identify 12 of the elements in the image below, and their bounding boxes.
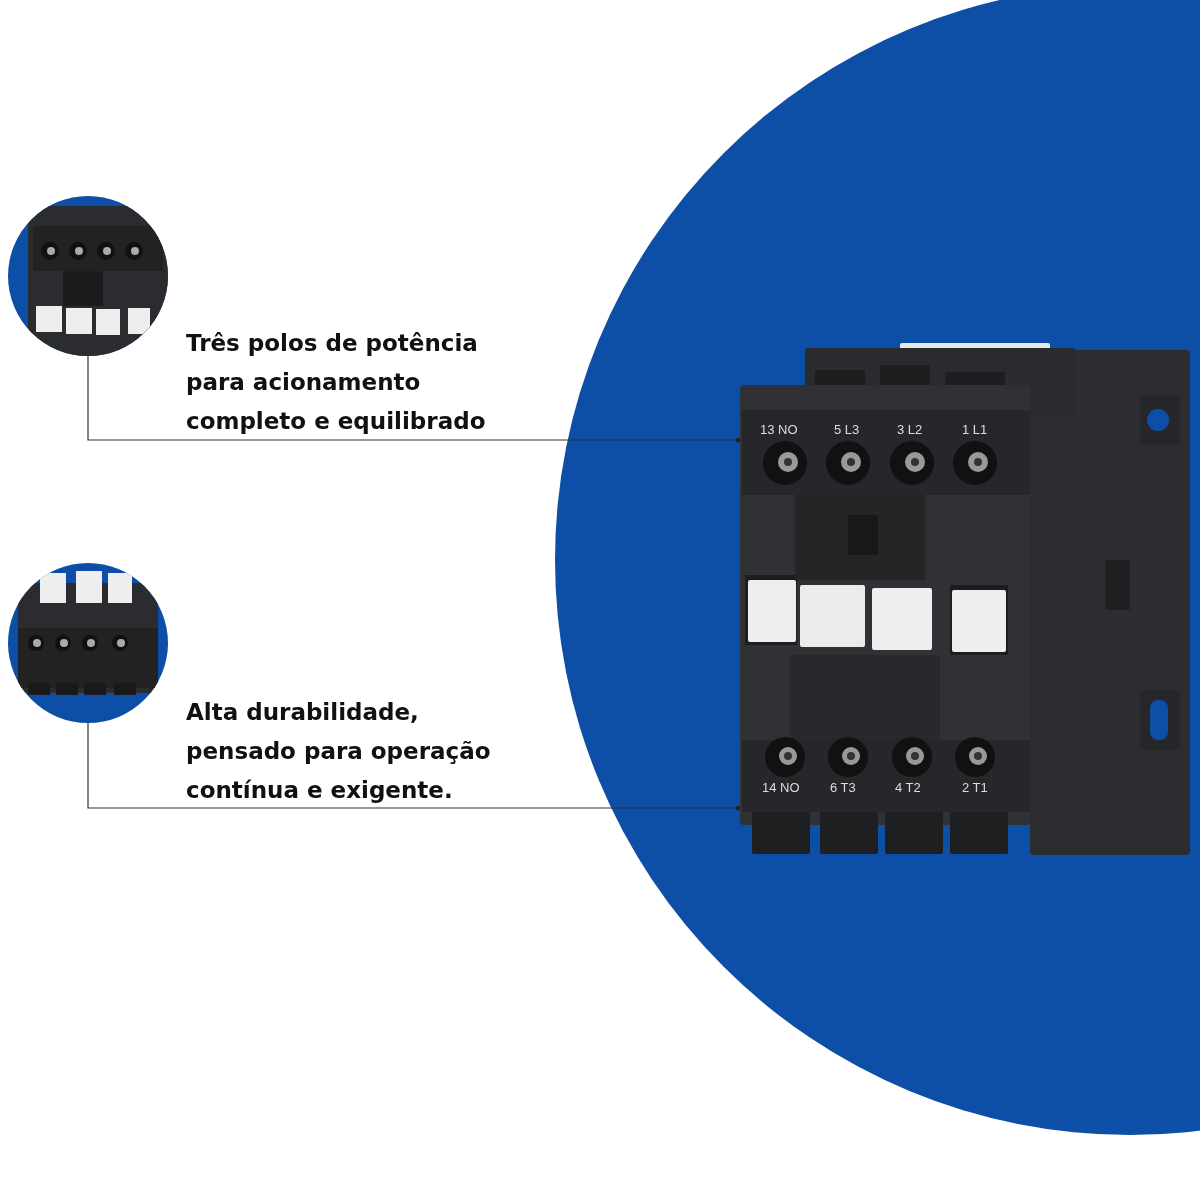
leader-line (87, 722, 741, 811)
terminal-label: 6 T3 (830, 780, 856, 795)
terminal-label: 4 T2 (895, 780, 921, 795)
callout-text: Três polos de potência para acionamento completo e equilibrado (186, 329, 487, 436)
callout-text: Alta durabilidade, pensado para operação contínua e exigente. (186, 698, 492, 805)
terminal-label: 5 L3 (834, 422, 860, 437)
terminal-label: 3 L2 (897, 422, 923, 437)
leader-line (87, 355, 741, 443)
terminal-label: 14 NO (762, 780, 800, 795)
terminal-label: 1 L1 (962, 422, 988, 437)
terminal-label: 13 NO (760, 422, 798, 437)
terminal-label: 2 T1 (962, 780, 988, 795)
